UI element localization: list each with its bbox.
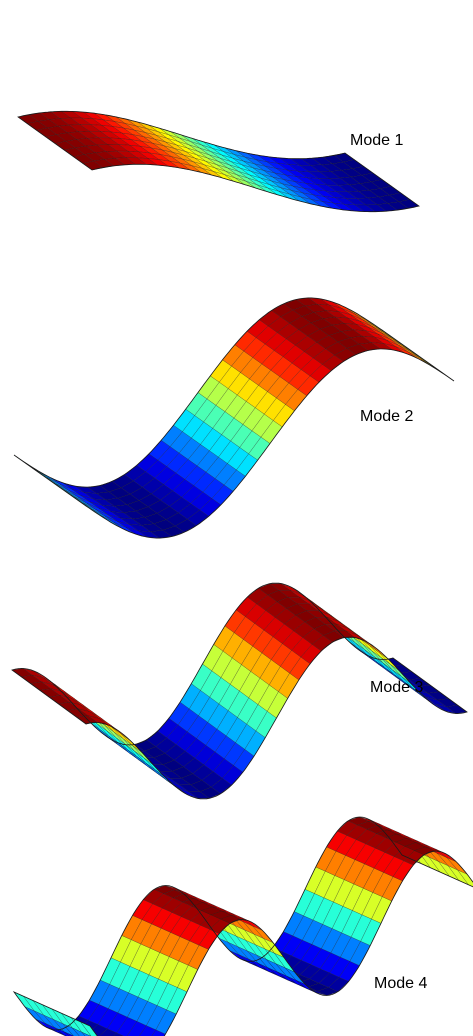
plate-outline xyxy=(17,110,420,213)
mode-1-label: Mode 1 xyxy=(350,132,404,149)
mesh-cell xyxy=(81,1031,91,1036)
mode-3-label: Mode 3 xyxy=(370,679,424,696)
plate-outline xyxy=(11,582,468,800)
mode-2-label: Mode 2 xyxy=(360,408,414,425)
plate-outline xyxy=(13,297,455,539)
mode-4-label: Mode 4 xyxy=(374,975,428,992)
mesh-cell xyxy=(63,1031,74,1036)
mode-2-plate xyxy=(13,297,455,539)
mode-4-plate xyxy=(12,816,473,1036)
mesh-cell xyxy=(457,869,473,888)
mesh-cell xyxy=(53,1019,74,1036)
mode-3-plate xyxy=(11,582,468,800)
mode-1-plate xyxy=(17,110,420,213)
mesh-cell xyxy=(113,1032,125,1036)
mesh-cell xyxy=(72,1027,86,1036)
plate-outline xyxy=(12,816,473,1036)
